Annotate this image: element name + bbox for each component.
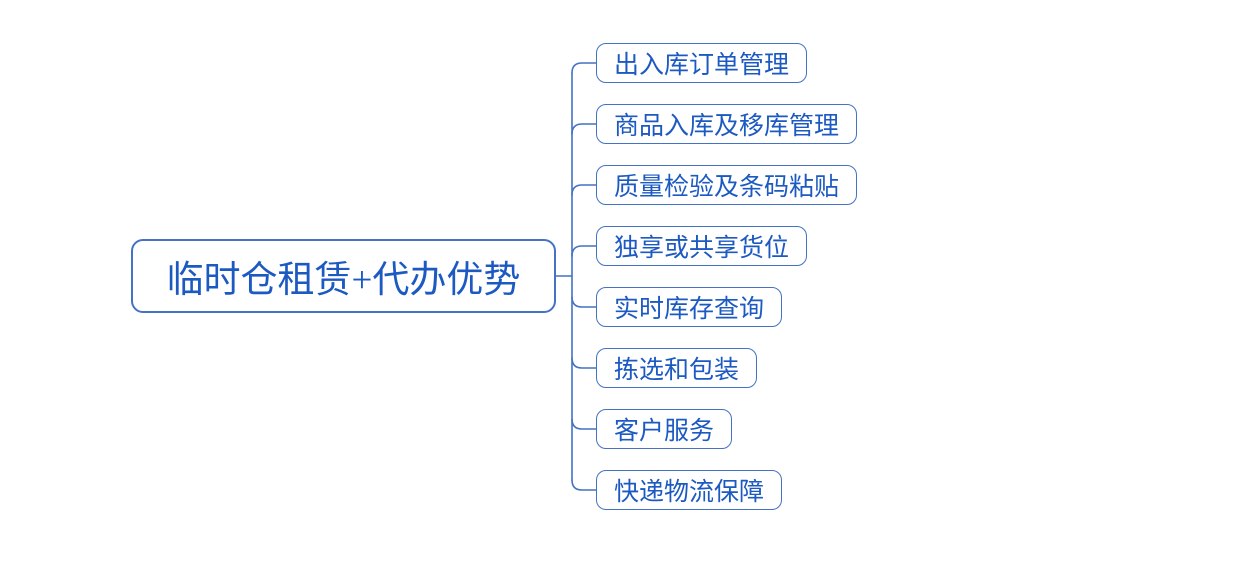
root-node-label: 临时仓租赁+代办优势 — [166, 260, 521, 301]
child-node-label: 独享或共享货位 — [614, 235, 790, 262]
connector-branch-0 — [571, 62, 597, 74]
child-node-label: 拣选和包装 — [614, 357, 740, 384]
connector-branch-1 — [571, 123, 597, 135]
child-node-label: 商品入库及移库管理 — [614, 113, 840, 140]
mindmap-child-node[interactable]: 出入库订单管理 — [596, 43, 808, 83]
child-node-label: 实时库存查询 — [614, 296, 765, 323]
mindmap-child-node[interactable]: 客户服务 — [596, 409, 733, 449]
child-node-label: 出入库订单管理 — [614, 52, 790, 79]
mindmap-child-node[interactable]: 独享或共享货位 — [596, 226, 808, 266]
connector-branch-7 — [571, 479, 597, 491]
mindmap-child-node[interactable]: 商品入库及移库管理 — [596, 104, 858, 144]
mindmap-child-node[interactable]: 实时库存查询 — [596, 287, 783, 327]
mindmap-root-node[interactable]: 临时仓租赁+代办优势 — [131, 239, 556, 313]
child-node-label: 质量检验及条码粘贴 — [614, 174, 840, 201]
connector-branch-5 — [571, 357, 597, 369]
mindmap-child-node[interactable]: 快递物流保障 — [596, 470, 783, 510]
connector-branch-3 — [571, 245, 597, 257]
mindmap-child-node[interactable]: 质量检验及条码粘贴 — [596, 165, 858, 205]
child-node-label: 快递物流保障 — [614, 479, 765, 506]
connector-branch-4 — [571, 296, 597, 308]
mindmap-child-node[interactable]: 拣选和包装 — [596, 348, 758, 388]
child-node-label: 客户服务 — [614, 418, 715, 445]
connector-branch-6 — [571, 418, 597, 430]
connector-branch-2 — [571, 184, 597, 196]
